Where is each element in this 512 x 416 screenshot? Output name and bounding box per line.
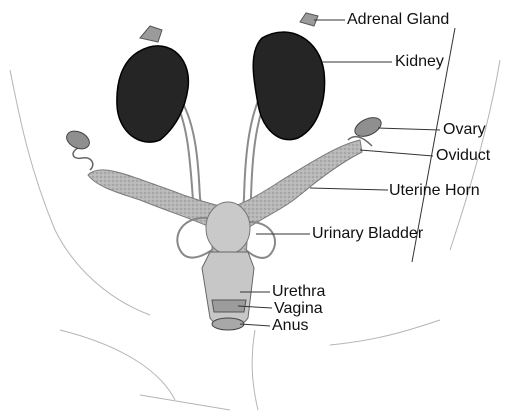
anus	[212, 318, 244, 330]
label-vagina: Vagina	[274, 300, 323, 318]
label-urinary-bladder: Urinary Bladder	[312, 225, 423, 243]
kidney-right	[253, 32, 324, 140]
adrenal-gland-left	[140, 26, 162, 42]
label-uterine-horn: Uterine Horn	[389, 182, 480, 200]
oviduct-left	[73, 148, 93, 170]
kidney-left	[117, 46, 189, 142]
label-adrenal-gland: Adrenal Gland	[347, 11, 449, 29]
urinary-bladder	[206, 202, 250, 254]
label-ovary: Ovary	[443, 121, 486, 139]
label-anus: Anus	[272, 317, 308, 335]
ovary-left	[64, 128, 93, 153]
urogenital-canal	[202, 252, 254, 327]
label-urethra: Urethra	[272, 283, 325, 301]
label-kidney: Kidney	[395, 53, 444, 71]
label-oviduct: Oviduct	[436, 147, 490, 165]
